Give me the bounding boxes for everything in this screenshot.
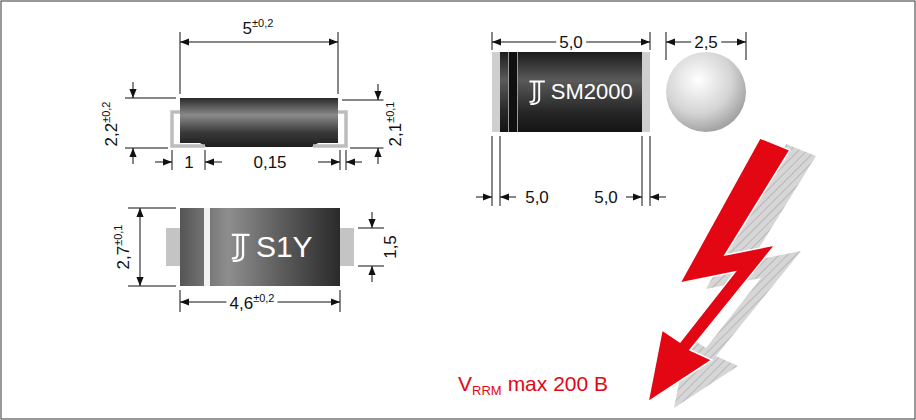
- top-view-dimensions: [128, 208, 384, 312]
- label-text: 5,0: [559, 33, 583, 52]
- extension-line: [492, 32, 493, 50]
- side-view-dimensions: [125, 32, 385, 170]
- extension-line: [350, 148, 385, 149]
- package-body: [180, 98, 338, 147]
- dimension-line: [205, 162, 222, 163]
- marking-text: S1Y: [256, 232, 313, 262]
- logo-stroke: [530, 81, 545, 104]
- dimension-line: [133, 82, 134, 98]
- dimension-line: [155, 162, 172, 163]
- smd-body: S1Y: [180, 208, 340, 286]
- extension-line: [492, 136, 493, 206]
- dimension-value: 2,1±0,1: [384, 99, 405, 150]
- dimension-value: 5,0: [556, 33, 586, 52]
- dimension-line: [372, 212, 373, 228]
- extension-line: [342, 100, 385, 101]
- extension-line: [358, 228, 384, 229]
- dimension-line: [626, 197, 642, 198]
- dimension-value: 1,5: [381, 232, 400, 262]
- dimension-line: [140, 208, 141, 286]
- subscript: RRM: [472, 383, 502, 398]
- dimension-line: [378, 84, 379, 100]
- tolerance: ±0,1: [384, 102, 396, 123]
- melf-dimensions: [476, 32, 746, 206]
- logo-stroke: [232, 235, 250, 261]
- dimension-line: [372, 266, 373, 282]
- lead: [313, 112, 346, 146]
- label-text: 1,5: [381, 235, 400, 259]
- voltage-rating: VRRM max 200 B: [455, 372, 611, 398]
- label-text: 2,5: [694, 33, 718, 52]
- label-text: max 200 B: [508, 372, 608, 395]
- dimension-value: 1: [181, 153, 196, 172]
- extension-line: [500, 136, 501, 206]
- lightning-bolt: [648, 138, 790, 402]
- extension-line: [172, 150, 173, 170]
- dimension-line: [476, 197, 492, 198]
- label-text: 2,7: [114, 246, 133, 270]
- side-view: [172, 98, 346, 147]
- extension-line: [180, 290, 181, 312]
- marking-text: SM2000: [551, 81, 633, 103]
- dimension-value: 2,2±0,2: [100, 99, 121, 150]
- dimension-line: [650, 197, 666, 198]
- extension-line: [642, 136, 643, 206]
- tolerance: ±0,1: [112, 225, 124, 246]
- label-text: 5,0: [525, 188, 549, 207]
- dimension-value: 2,7±0,1: [112, 222, 133, 273]
- extension-line: [128, 286, 176, 287]
- dimension-line: [180, 42, 338, 43]
- label-text: 5: [243, 19, 252, 38]
- label-text: 5,0: [594, 188, 618, 207]
- dimension-line: [318, 162, 340, 163]
- extension-line: [128, 208, 176, 209]
- extension-line: [338, 32, 339, 94]
- extension-line: [340, 150, 341, 170]
- dimension-value: 5±0,2: [240, 17, 277, 38]
- label-text: 0,15: [253, 153, 286, 172]
- extension-line: [666, 32, 667, 60]
- extension-line: [746, 32, 747, 60]
- dimension-value: 4,6±0,2: [227, 292, 278, 313]
- label-text: 4,6: [230, 294, 254, 313]
- melf-end-view: [666, 52, 746, 132]
- dimension-value: 2,5: [691, 33, 721, 52]
- extension-line: [180, 32, 181, 94]
- label-text: V: [458, 372, 472, 395]
- tolerance: ±0,2: [252, 17, 273, 29]
- lead: [172, 112, 205, 146]
- logo-mark: [229, 232, 252, 262]
- dimension-line: [500, 197, 516, 198]
- extension-line: [650, 32, 651, 50]
- dimension-value: 5,0: [522, 188, 552, 207]
- logo-mark: [527, 79, 547, 105]
- label-text: 2,2: [102, 123, 121, 147]
- label-text: 1: [184, 153, 193, 172]
- tolerance: ±0,2: [253, 292, 274, 304]
- tolerance: ±0,2: [100, 102, 112, 123]
- high-voltage-symbol: [648, 138, 816, 408]
- dimension-line: [378, 148, 379, 164]
- label-text: 2,1: [386, 123, 405, 147]
- lead: [338, 228, 354, 266]
- end-view-circle: [666, 52, 746, 132]
- melf-body: SM2000: [492, 52, 650, 132]
- extension-line: [125, 148, 168, 149]
- extension-line: [346, 150, 347, 170]
- dimension-line: [346, 162, 362, 163]
- extension-line: [340, 290, 341, 312]
- extension-line: [650, 136, 651, 206]
- dimension-value: 5,0: [591, 188, 621, 207]
- extension-line: [358, 266, 384, 267]
- dimension-value: 0,15: [250, 153, 289, 172]
- extension-line: [205, 150, 206, 170]
- dimension-line: [133, 148, 134, 164]
